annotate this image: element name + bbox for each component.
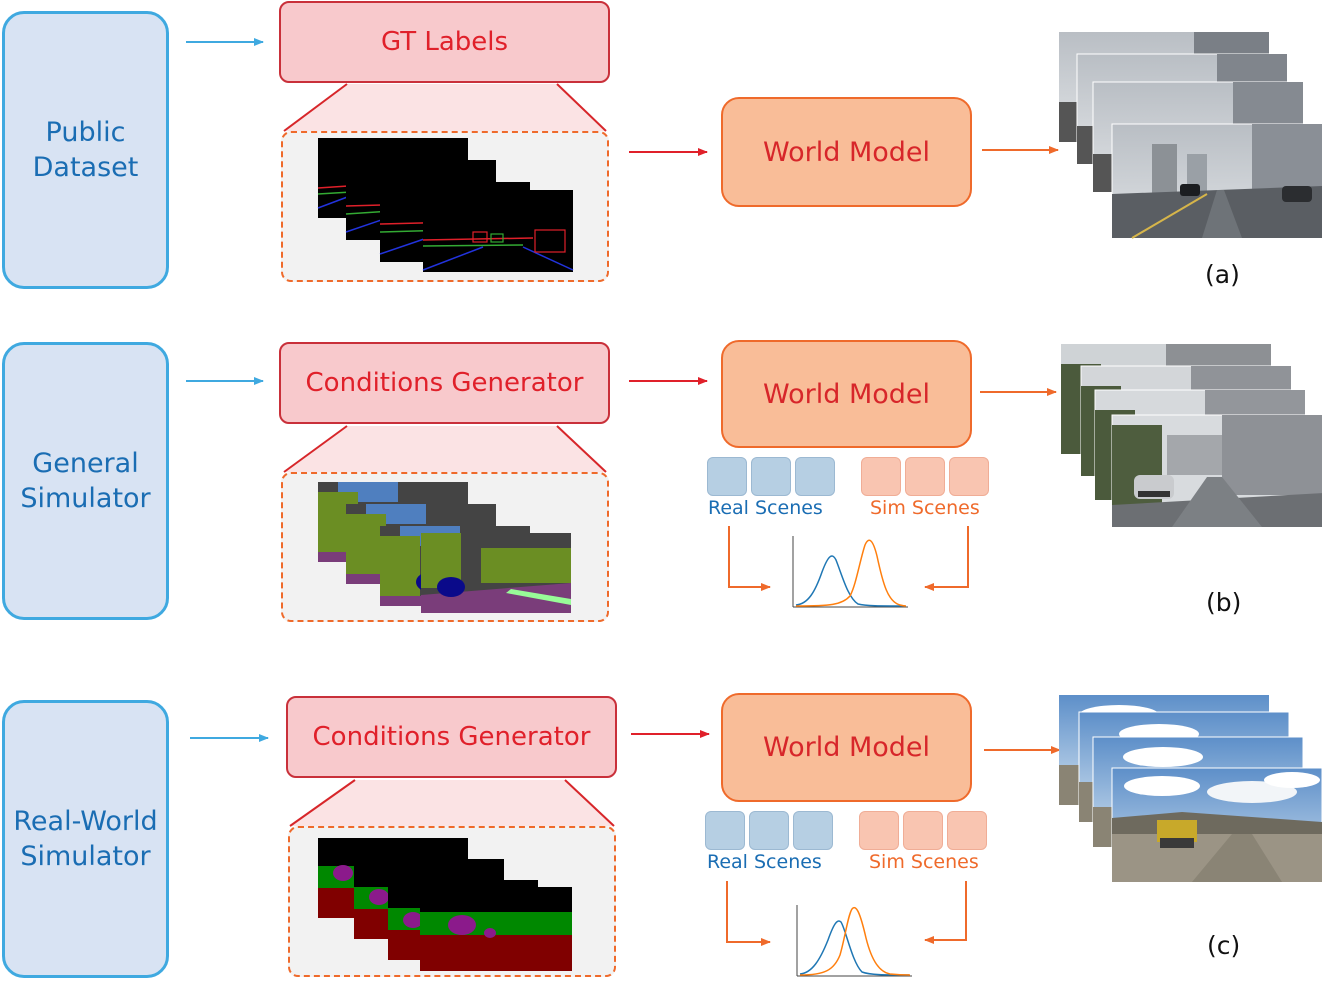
gt-label-frames xyxy=(317,138,574,272)
source-label-line2: Dataset xyxy=(32,152,139,183)
real-distribution-curve xyxy=(799,920,910,976)
source-label-line2: Simulator xyxy=(20,483,151,514)
conditions-generator-box-c[interactable]: Conditions Generator xyxy=(286,696,617,778)
conditions-generator-label: Conditions Generator xyxy=(312,722,591,752)
real-scenes-label: Real Scenes xyxy=(708,497,823,519)
real-scene-chip xyxy=(705,811,745,850)
real-scene-chip xyxy=(751,457,791,496)
caption-b: (b) xyxy=(1206,588,1242,617)
segmentation-frames-b xyxy=(318,482,571,613)
source-label-line1: Real-World xyxy=(13,806,158,837)
world-model-label: World Model xyxy=(762,136,931,168)
world-model-box-c[interactable]: World Model xyxy=(721,693,972,802)
real-scene-chip xyxy=(793,811,833,850)
sim-scene-chip xyxy=(905,457,945,496)
real-scene-chip xyxy=(795,457,835,496)
real-scenes-label: Real Scenes xyxy=(707,851,822,873)
sim-scene-chip xyxy=(949,457,989,496)
zoom-fan-c xyxy=(290,780,614,826)
generated-video-frames-b xyxy=(1061,344,1322,528)
world-model-label: World Model xyxy=(762,378,931,410)
sim-scene-chip xyxy=(859,811,899,850)
real-scene-chip xyxy=(707,457,747,496)
conditions-generator-label: Conditions Generator xyxy=(305,368,584,398)
distribution-plot-b xyxy=(792,536,908,608)
distribution-plot-c xyxy=(796,905,912,977)
source-public-dataset[interactable]: Public Dataset xyxy=(2,11,169,289)
real-scene-chip xyxy=(749,811,789,850)
caption-c: (c) xyxy=(1207,931,1241,960)
generated-video-frames-a xyxy=(1059,32,1322,239)
generated-video-frames-c xyxy=(1059,695,1322,883)
world-model-box-b[interactable]: World Model xyxy=(721,340,972,448)
segmentation-panel-c xyxy=(288,826,616,977)
arrow-real-to-plot-b xyxy=(728,526,771,591)
arrow-sim-to-plot-c xyxy=(924,881,967,944)
sim-scenes-label: Sim Scenes xyxy=(869,851,979,873)
arrow-sim-to-plot-b xyxy=(924,526,969,591)
segmentation-panel-b xyxy=(281,472,609,622)
sim-distribution-curve xyxy=(795,539,907,607)
zoom-fan-a xyxy=(284,84,606,131)
sim-scene-chip xyxy=(861,457,901,496)
real-distribution-curve xyxy=(795,555,906,607)
segmentation-frames-c xyxy=(318,838,572,971)
world-model-label: World Model xyxy=(762,732,931,763)
caption-a: (a) xyxy=(1205,260,1240,289)
source-label-line1: Public xyxy=(45,117,126,148)
gt-label-panel xyxy=(281,131,609,282)
sim-scenes-label: Sim Scenes xyxy=(870,497,980,519)
source-real-world-simulator[interactable]: Real-World Simulator xyxy=(2,700,169,978)
source-label-line1: General xyxy=(32,448,139,479)
arrow-real-to-plot-c xyxy=(726,881,771,946)
zoom-fan-b xyxy=(284,426,606,472)
conditions-generator-box-b[interactable]: Conditions Generator xyxy=(279,342,610,424)
gt-labels-label: GT Labels xyxy=(380,27,509,57)
sim-scene-chip xyxy=(903,811,943,850)
source-general-simulator[interactable]: General Simulator xyxy=(2,342,169,620)
gt-labels-box[interactable]: GT Labels xyxy=(279,1,610,83)
world-model-box-a[interactable]: World Model xyxy=(721,97,972,207)
sim-distribution-curve xyxy=(799,906,911,976)
source-label-line2: Simulator xyxy=(20,841,151,872)
sim-scene-chip xyxy=(947,811,987,850)
